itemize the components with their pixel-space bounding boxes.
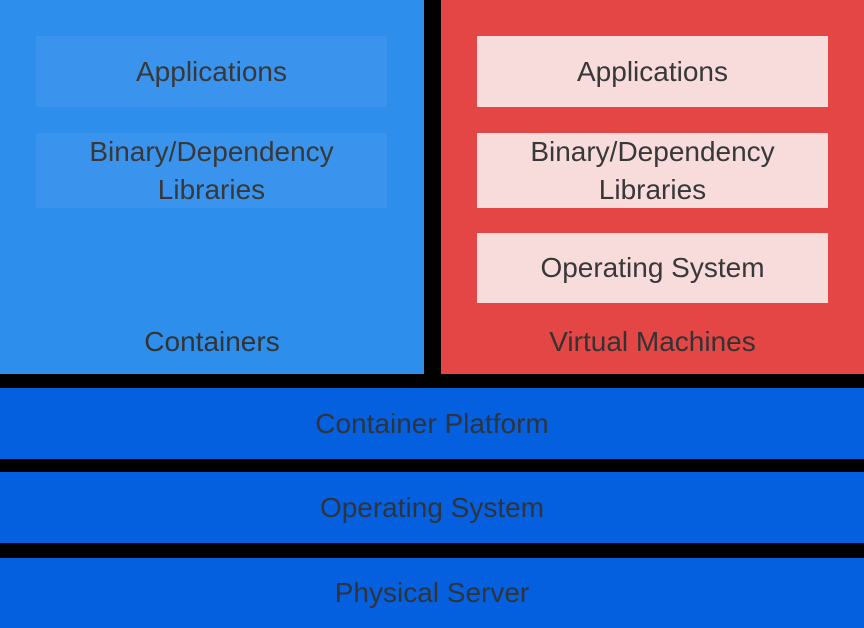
containers-panel-title: Containers [144,326,280,357]
operating-system-layer: Operating System [0,472,864,543]
vm-applications-label: Applications [577,55,728,87]
containers-panel: Applications Binary/Dependency Libraries… [0,0,424,374]
containers-binary-dependency-box: Binary/Dependency Libraries [36,133,387,208]
container-platform-layer: Container Platform [0,388,864,459]
vm-applications-box: Applications [477,36,828,107]
vm-binary-dependency-box: Binary/Dependency Libraries [477,133,828,208]
physical-server-layer: Physical Server [0,558,864,628]
operating-system-label: Operating System [319,491,545,523]
vm-operating-system-box: Operating System [477,233,828,303]
vm-operating-system-label: Operating System [540,252,765,283]
vm-binary-dependency-label: Binary/Dependency Libraries [530,135,775,205]
virtual-machines-panel: Applications Binary/Dependency Libraries… [441,0,864,374]
containers-applications-box: Applications [36,36,387,107]
physical-server-label: Physical Server [334,577,530,608]
containers-binary-dependency-label: Binary/Dependency Libraries [89,135,334,205]
virtual-machines-panel-title: Virtual Machines [549,326,756,357]
containers-applications-label: Applications [136,55,287,87]
container-platform-label: Container Platform [315,407,549,439]
